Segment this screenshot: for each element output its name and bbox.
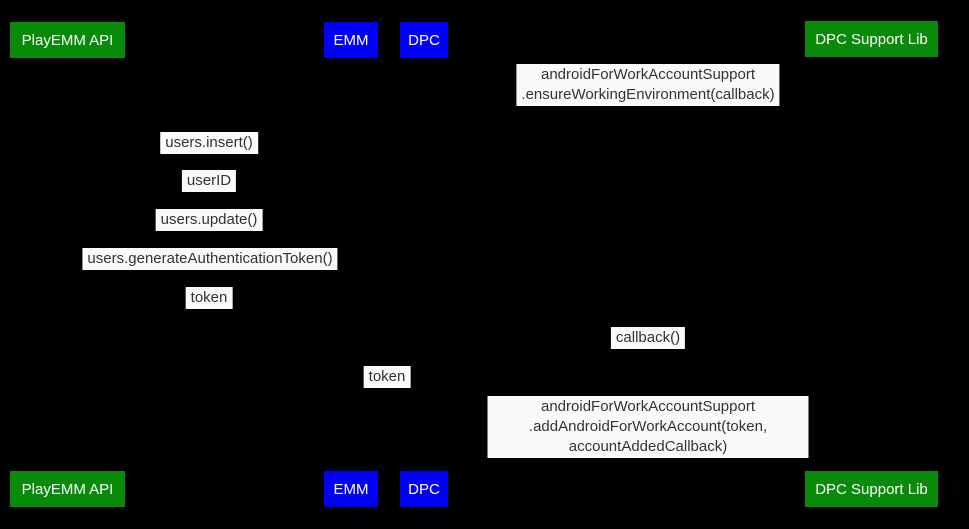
message-token-to-dpc: token xyxy=(363,366,411,388)
message-users-insert: users.insert() xyxy=(160,132,258,154)
participant-dpc-support-lib-bottom: DPC Support Lib xyxy=(805,471,938,507)
participant-playemm-api-top: PlayEMM API xyxy=(10,22,125,58)
participant-dpc-top: DPC xyxy=(400,22,448,58)
message-ensure-working-environment: androidForWorkAccountSupport .ensureWork… xyxy=(516,64,780,106)
message-callback: callback() xyxy=(610,327,686,349)
participant-playemm-api-bottom: PlayEMM API xyxy=(10,471,125,507)
message-add-android-for-work-account: androidForWorkAccountSupport .addAndroid… xyxy=(487,396,809,458)
participant-emm-top: EMM xyxy=(324,22,378,58)
message-generate-authentication-token: users.generateAuthenticationToken() xyxy=(82,248,338,270)
participant-dpc-support-lib-top: DPC Support Lib xyxy=(805,21,938,57)
participant-dpc-bottom: DPC xyxy=(400,471,448,507)
participant-emm-bottom: EMM xyxy=(324,471,378,507)
message-userid: userID xyxy=(181,170,237,192)
message-token-to-emm: token xyxy=(185,287,233,309)
message-users-update: users.update() xyxy=(155,209,263,231)
